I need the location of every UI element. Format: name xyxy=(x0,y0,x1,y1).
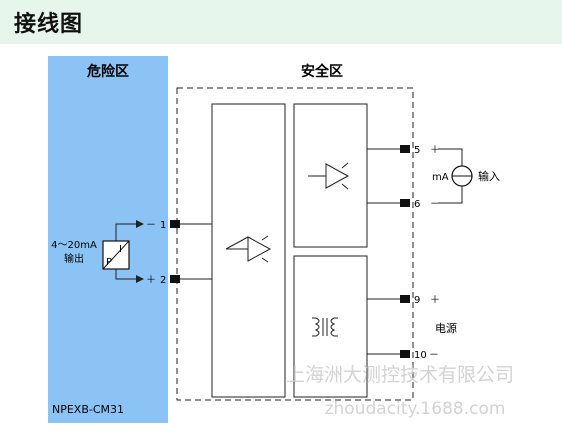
page-title: 接线图 xyxy=(14,12,84,37)
hazardous-area-panel xyxy=(48,56,168,423)
meter-unit-label: mA xyxy=(432,172,449,183)
meter-input-label: 输入 xyxy=(478,169,500,183)
terminal-5-number: 5 xyxy=(414,145,420,156)
output-amplifier-block xyxy=(293,103,368,248)
watermark-company: 上海洲大测控技术有限公司 xyxy=(286,364,514,386)
input-isolation-block xyxy=(211,103,286,398)
terminal-9 xyxy=(400,295,410,303)
signal-type-label: 输出 xyxy=(64,252,84,265)
power-label: 电源 xyxy=(435,321,457,335)
input-wires xyxy=(115,223,212,280)
terminal-1-sign: － xyxy=(146,220,156,231)
terminal-6-number: 6 xyxy=(414,199,420,210)
signal-range-label: 4～20mA xyxy=(51,240,97,251)
terminal-1 xyxy=(170,220,180,228)
input-wire-arrows xyxy=(136,220,144,283)
transformer-icon xyxy=(312,317,338,337)
terminal-9-number: 9 xyxy=(414,295,420,306)
safe-area-label: 安全区 xyxy=(301,63,343,80)
terminal-10-number: 10 xyxy=(414,350,427,361)
ammeter-icon xyxy=(451,165,473,187)
terminal-1-number: 1 xyxy=(160,220,166,231)
amplifier-icon-output xyxy=(308,162,350,190)
terminal-6 xyxy=(400,199,410,207)
transmitter-p-label: P xyxy=(106,257,112,268)
header-band xyxy=(0,0,562,44)
terminal-2 xyxy=(170,275,180,283)
terminal-10 xyxy=(400,350,410,358)
power-supply-block xyxy=(293,255,368,398)
terminal-2-number: 2 xyxy=(160,275,166,286)
terminal-5 xyxy=(400,145,410,153)
transmitter-i-label: I xyxy=(119,244,122,255)
terminal-10-sign: － xyxy=(429,350,439,361)
amplifier-icon xyxy=(225,235,272,263)
watermark-url: zhoudacity.1688.com xyxy=(325,399,506,419)
isolator-enclosure xyxy=(176,87,414,401)
terminal-5-sign: ＋ xyxy=(430,145,440,156)
hazardous-area-label: 危险区 xyxy=(86,63,129,80)
terminal-2-sign: ＋ xyxy=(146,275,156,286)
transmitter-icon xyxy=(102,240,130,270)
terminal-6-sign: － xyxy=(430,199,440,210)
output-wires xyxy=(367,148,463,355)
terminal-9-sign: ＋ xyxy=(430,295,440,306)
model-label: NPEXB-CM31 xyxy=(52,403,124,416)
